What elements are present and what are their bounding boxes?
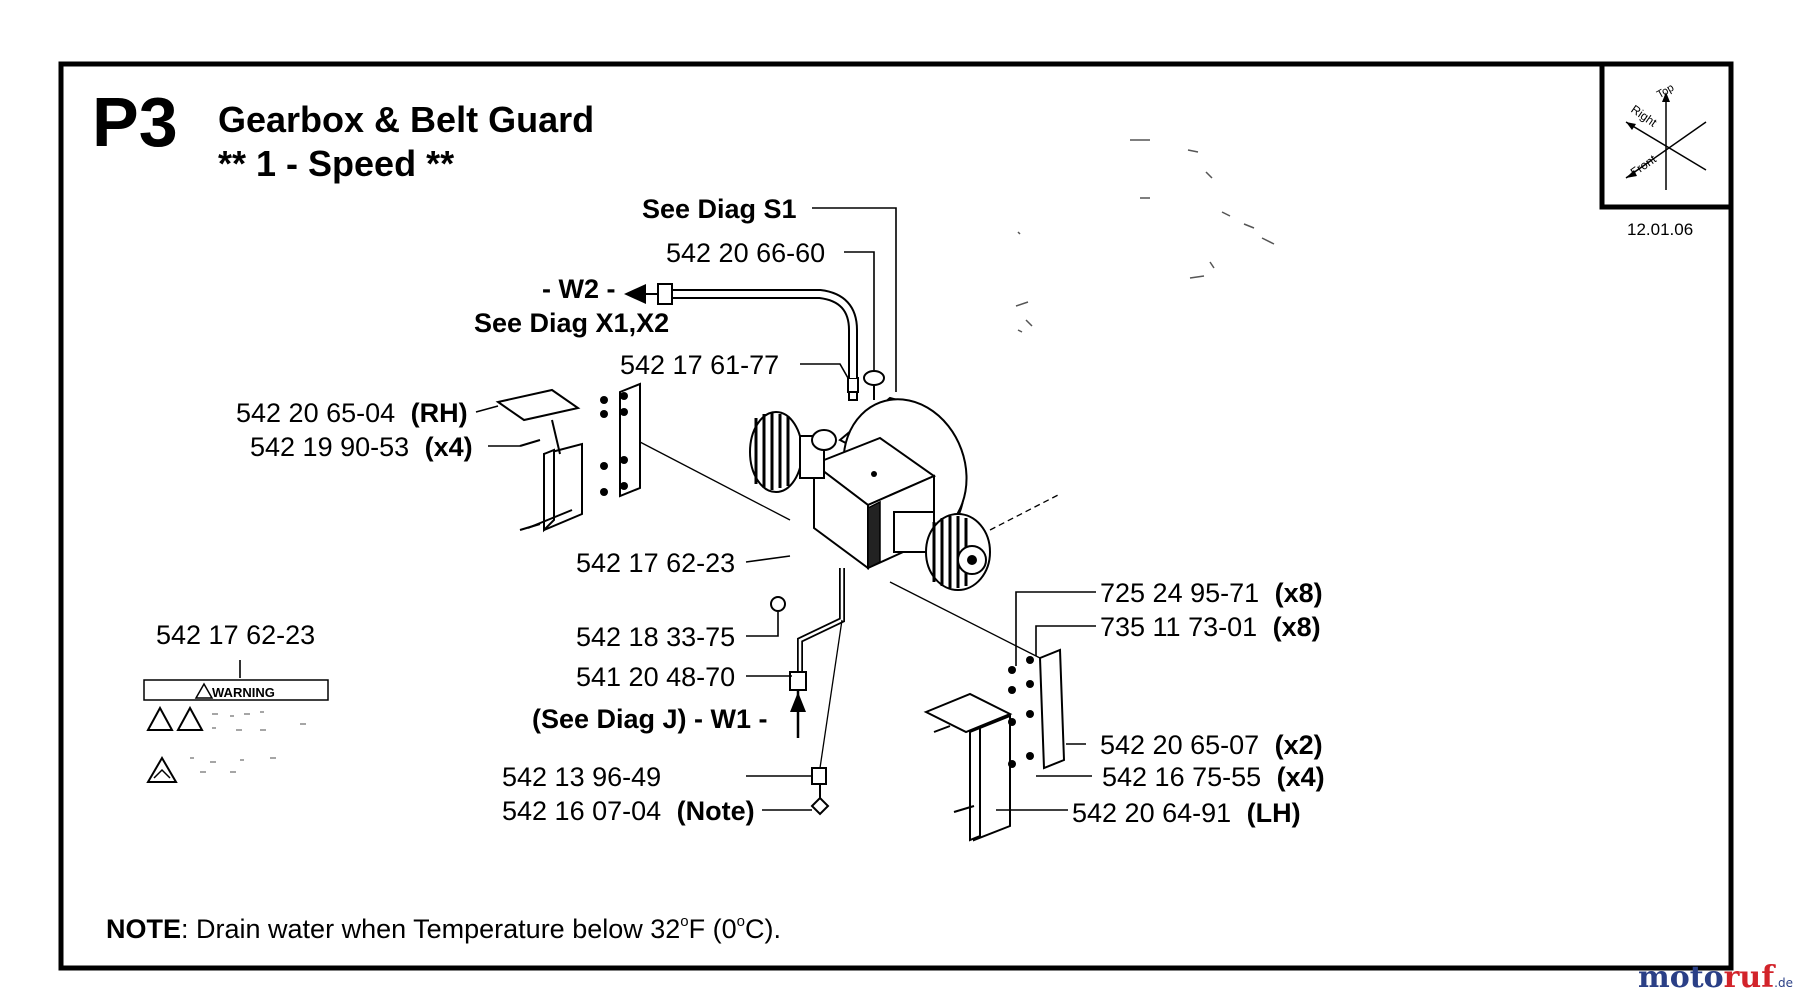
part-number: 542 20 64-91 xyxy=(1072,798,1231,828)
watermark-part-a: moto xyxy=(1638,960,1724,995)
section-code: P3 xyxy=(92,83,178,161)
callout-542-16-75-55: 542 16 75-55 (x4) xyxy=(1102,762,1325,792)
part-suffix: (RH) xyxy=(411,398,468,428)
watermark-part-c: .de xyxy=(1774,976,1793,990)
callout-542-20-64-91: 542 20 64-91 (LH) xyxy=(1072,798,1301,828)
part-number: 542 16 07-04 xyxy=(502,796,661,826)
callout-725-24-95-71: 725 24 95-71 (x8) xyxy=(1100,578,1323,608)
part-suffix: (x2) xyxy=(1275,730,1323,760)
warning-decal: 542 17 62-23 WARNING xyxy=(143,620,329,783)
part-suffix: (x4) xyxy=(1277,762,1325,792)
part-suffix: (LH) xyxy=(1247,798,1301,828)
note-text-after: C). xyxy=(745,914,781,944)
callout-w1: (See Diag J) - W1 - xyxy=(532,704,768,734)
scan-artifacts xyxy=(1015,139,1275,333)
part-suffix: (x8) xyxy=(1275,578,1323,608)
drain-note: NOTE: Drain water when Temperature below… xyxy=(106,913,781,944)
diagram-frame xyxy=(58,61,1734,971)
note-label: NOTE xyxy=(106,914,181,944)
degree-mark: o xyxy=(680,913,688,930)
part-number: 725 24 95-71 xyxy=(1100,578,1259,608)
hazard-icon xyxy=(146,705,174,731)
callout-542-20-65-07: 542 20 65-07 (x2) xyxy=(1100,730,1323,760)
part-number: 735 11 73-01 xyxy=(1100,612,1257,642)
callout-542-17-61-77: 542 17 61-77 xyxy=(620,350,779,380)
callout-542-20-66-60: 542 20 66-60 xyxy=(666,238,825,268)
note-text-before: : Drain water when Temperature below 32 xyxy=(181,914,680,944)
revision-date: 12.01.06 xyxy=(1627,220,1693,239)
leader-lines xyxy=(239,207,1096,811)
belt-guard-lh xyxy=(889,581,1066,842)
callout-542-20-65-04: 542 20 65-04 (RH) xyxy=(236,398,468,428)
gearbox-assembly xyxy=(749,370,1061,591)
degree-mark: o xyxy=(737,913,745,930)
watermark-part-b: ruf xyxy=(1723,960,1775,995)
callout-542-17-62-23: 542 17 62-23 xyxy=(576,548,735,578)
w2-arrow xyxy=(624,284,646,304)
part-suffix: (x8) xyxy=(1273,612,1321,642)
hazard-icon xyxy=(146,756,178,783)
callout-542-13-96-49: 542 13 96-49 xyxy=(502,762,661,792)
callout-735-11-73-01: 735 11 73-01 (x8) xyxy=(1100,612,1321,642)
callout-see-diag-x1x2: See Diag X1,X2 xyxy=(474,308,669,338)
decal-warning-text: WARNING xyxy=(212,685,275,700)
part-suffix: (x4) xyxy=(425,432,473,462)
callout-541-20-48-70: 541 20 48-70 xyxy=(576,662,735,692)
part-suffix: (Note) xyxy=(677,796,755,826)
note-text-mid: F (0 xyxy=(689,914,737,944)
drain-tube xyxy=(797,568,845,672)
watermark-logo: motoruf.de xyxy=(1638,960,1793,995)
hazard-icon xyxy=(176,705,204,731)
w1-arrow xyxy=(790,692,806,712)
belt-guard-rh xyxy=(495,382,791,533)
warning-triangle-icon xyxy=(194,682,214,699)
part-number: 542 19 90-53 xyxy=(250,432,409,462)
part-number: 542 20 65-04 xyxy=(236,398,395,428)
callout-w2: - W2 - xyxy=(542,274,616,304)
callout-542-19-90-53: 542 19 90-53 (x4) xyxy=(250,432,473,462)
orientation-box: Top Right Front xyxy=(1599,61,1734,210)
decal-part-number: 542 17 62-23 xyxy=(156,620,315,650)
part-number: 542 20 65-07 xyxy=(1100,730,1259,760)
page-title: Gearbox & Belt Guard xyxy=(218,99,594,140)
callout-542-18-33-75: 542 18 33-75 xyxy=(576,622,735,652)
callout-542-16-07-04: 542 16 07-04 (Note) xyxy=(502,796,755,826)
part-number: 542 16 75-55 xyxy=(1102,762,1261,792)
callout-see-diag-s1: See Diag S1 xyxy=(642,194,797,224)
page-subtitle: ** 1 - Speed ** xyxy=(218,143,454,184)
